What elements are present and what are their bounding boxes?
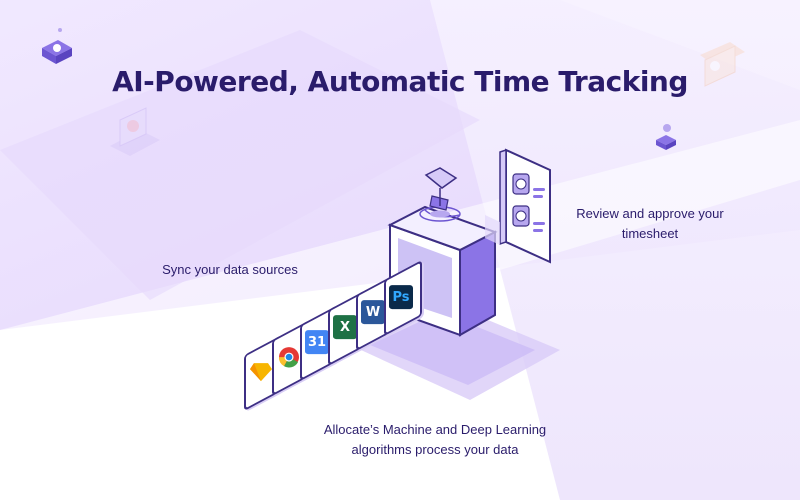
ai-hologram-icon <box>419 167 461 222</box>
word-icon: W <box>361 300 385 325</box>
document-clock-icon <box>700 42 745 87</box>
google-calendar-icon: 31 <box>305 330 329 355</box>
chart-laptop-icon <box>110 107 160 156</box>
sketch-icon <box>249 360 273 384</box>
caption-review-line2: timesheet <box>621 226 679 241</box>
caption-review-line1: Review and approve your <box>576 206 724 221</box>
page-title: AI-Powered, Automatic Time Tracking <box>112 64 688 98</box>
chrome-app-card <box>272 319 310 397</box>
clock-cube-icon <box>42 28 72 64</box>
caption-allocate-line1: Allocate’s Machine and Deep Learning <box>323 422 547 437</box>
clock-cube-small-icon <box>656 124 676 150</box>
chrome-icon <box>277 345 301 369</box>
photoshop-icon: Ps <box>389 285 413 310</box>
caption-sync: Sync your data sources <box>162 262 298 277</box>
timesheet-clock-icon <box>512 173 530 195</box>
caption-allocate-line2: algorithms process your data <box>351 442 519 457</box>
ai-machine-box <box>387 205 498 337</box>
sketch-app-card <box>244 334 282 412</box>
caption-review: Review and approve your timesheet <box>560 204 740 244</box>
timesheet-clock-icon-2 <box>512 205 530 227</box>
timesheet-panel <box>499 148 551 264</box>
caption-allocate: Allocate’s Machine and Deep Learning alg… <box>300 420 570 460</box>
excel-icon: X <box>333 315 357 340</box>
